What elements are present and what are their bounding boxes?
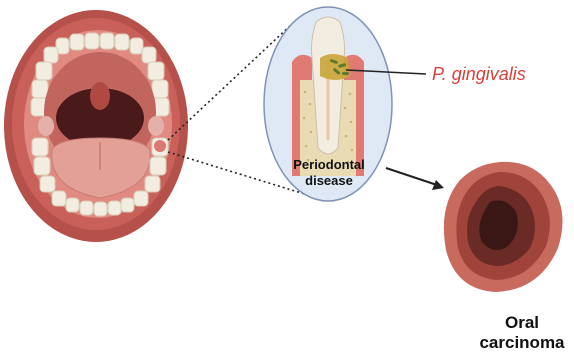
oral-carcinoma-label: Oral carcinoma	[470, 313, 574, 353]
carcinoma-label-line2: carcinoma	[470, 333, 574, 353]
carcinoma-label-line1: Oral	[470, 313, 574, 333]
periodontal-disease-label: Periodontal disease	[270, 157, 388, 189]
disease-label-line2: disease	[270, 173, 388, 189]
disease-label-line1: Periodontal	[270, 157, 388, 173]
progression-arrow	[386, 168, 444, 190]
open-mouth-illustration	[4, 10, 188, 242]
bacteria-label: P. gingivalis	[432, 64, 526, 85]
oral-carcinoma-lesion	[444, 162, 563, 292]
